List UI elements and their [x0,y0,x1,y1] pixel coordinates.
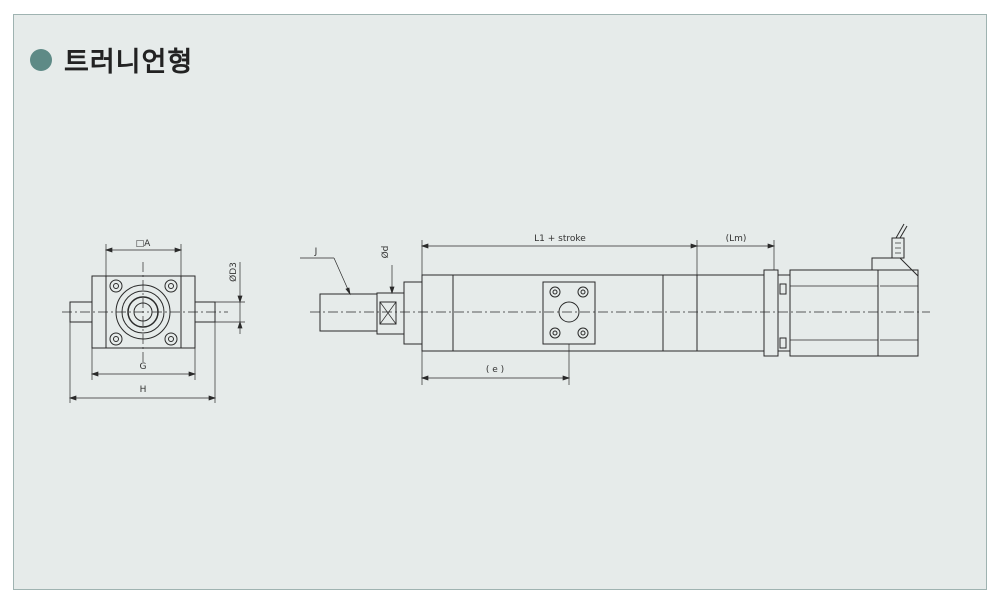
label-g: G [140,362,147,372]
label-d3: ØD3 [228,262,239,282]
motor-rear-cap [877,269,919,357]
trunnion-bolts [549,286,589,339]
dim-g [90,348,197,380]
label-j: J [314,247,318,257]
label-h: H [140,385,147,395]
dim-j [300,257,351,296]
connector-plug [891,237,905,259]
title-row: 트러니언형 [30,40,193,79]
rod-end [319,293,378,332]
front-view: □A ØD3 G H [62,239,245,403]
front-bolts [109,279,178,346]
dim-e [420,344,571,385]
dim-d3 [215,262,245,334]
label-l1-stroke: L1 + stroke [534,234,586,244]
side-view: J Ød L1 + stroke (Lm) [300,223,930,385]
label-lm: (Lm) [726,234,747,244]
label-square-a: □A [136,239,152,249]
drawing-panel [13,14,987,590]
title-bullet-icon [30,48,52,71]
dim-square-a [104,244,183,276]
connector-cable [895,223,905,239]
label-phi-d: Ød [380,246,391,259]
motor-body [789,269,879,357]
dim-h [68,322,217,403]
dim-phi-d [377,265,395,295]
dim-l1-stroke [420,240,699,275]
page-title: 트러니언형 [64,47,194,78]
front-head [403,281,423,345]
motor-flange [763,269,779,357]
main-tube [421,274,765,352]
dim-lm [697,240,776,270]
label-e: ( e ) [486,365,504,375]
rod-hex [376,292,405,335]
rod-hex-flat [379,301,397,325]
